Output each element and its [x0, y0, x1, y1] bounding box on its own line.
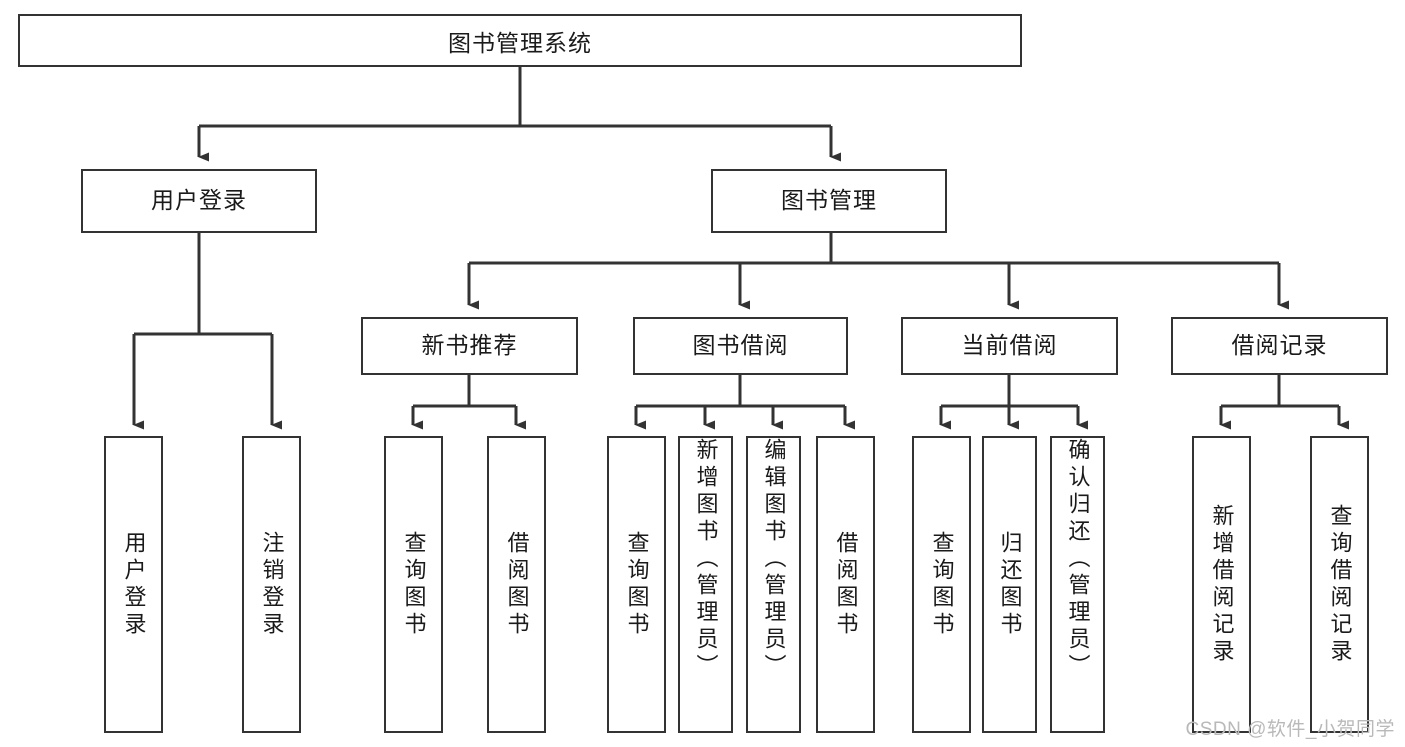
leaf-return-book-label: 归还图书: [997, 530, 1023, 639]
leaf-borrow-book-2-label: 借阅图书: [833, 530, 859, 639]
leaf-confirm-return[interactable]: 确认归还（管理员）: [1050, 436, 1105, 733]
leaf-query-book-2-label: 查询图书: [624, 530, 650, 639]
leaf-query-book-3[interactable]: 查询图书: [912, 436, 971, 733]
node-book-borrow[interactable]: 图书借阅: [633, 317, 848, 375]
leaf-query-book-3-label: 查询图书: [929, 530, 955, 639]
leaf-confirm-return-label: 确认归还（管理员）: [1065, 438, 1091, 681]
leaf-add-record-label: 新增借阅记录: [1209, 503, 1235, 666]
leaf-edit-book[interactable]: 编辑图书（管理员）: [746, 436, 801, 733]
leaf-add-book-label: 新增图书（管理员）: [693, 438, 719, 681]
leaf-borrow-book-1-label: 借阅图书: [504, 530, 530, 639]
leaf-borrow-book-2[interactable]: 借阅图书: [816, 436, 875, 733]
leaf-add-record[interactable]: 新增借阅记录: [1192, 436, 1251, 733]
leaf-add-book[interactable]: 新增图书（管理员）: [678, 436, 733, 733]
csdn-watermark: CSDN @软件_小贺同学: [1185, 719, 1395, 740]
leaf-query-record-label: 查询借阅记录: [1327, 503, 1353, 666]
node-root-system[interactable]: 图书管理系统: [18, 14, 1022, 67]
leaf-user-login[interactable]: 用户登录: [104, 436, 163, 733]
node-borrow-record[interactable]: 借阅记录: [1171, 317, 1388, 375]
leaf-user-login-label: 用户登录: [121, 530, 147, 639]
leaf-logout-login-label: 注销登录: [259, 530, 285, 639]
leaf-edit-book-label: 编辑图书（管理员）: [761, 438, 787, 681]
leaf-query-record[interactable]: 查询借阅记录: [1310, 436, 1369, 733]
node-user-login[interactable]: 用户登录: [81, 169, 317, 233]
leaf-query-book-1[interactable]: 查询图书: [384, 436, 443, 733]
node-current-borrow[interactable]: 当前借阅: [901, 317, 1118, 375]
leaf-borrow-book-1[interactable]: 借阅图书: [487, 436, 546, 733]
leaf-return-book[interactable]: 归还图书: [982, 436, 1037, 733]
leaf-query-book-2[interactable]: 查询图书: [607, 436, 666, 733]
node-new-book-recommend[interactable]: 新书推荐: [361, 317, 578, 375]
node-book-manage[interactable]: 图书管理: [711, 169, 947, 233]
leaf-query-book-1-label: 查询图书: [401, 530, 427, 639]
leaf-logout-login[interactable]: 注销登录: [242, 436, 301, 733]
